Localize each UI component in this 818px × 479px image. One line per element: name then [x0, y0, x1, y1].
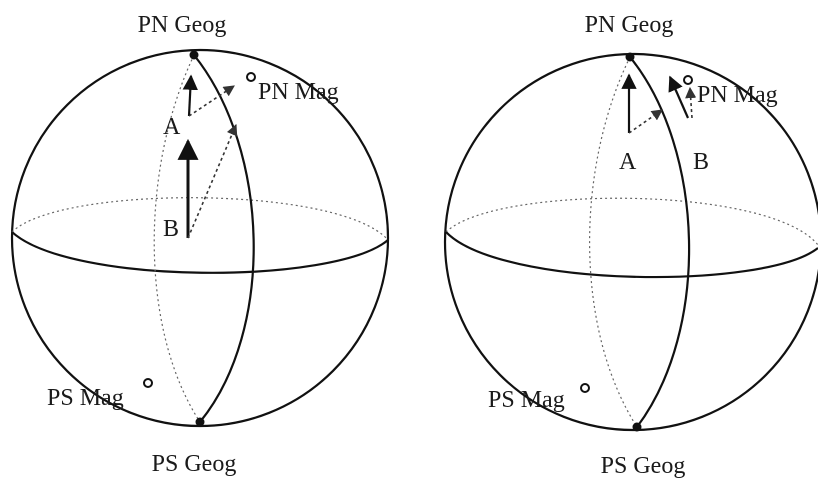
- right-vector-b-magnetic: [685, 86, 697, 119]
- left-vector-b-magnetic: [187, 123, 238, 239]
- right-label-pn-geog: PN Geog: [585, 12, 674, 38]
- left-globe-outline: [10, 48, 390, 428]
- right-label-pn-mag: PN Mag: [697, 82, 778, 108]
- left-label-ps-geog: PS Geog: [152, 451, 237, 477]
- right-south-geographic-pole: [632, 422, 642, 432]
- right-globe-outline: [443, 52, 818, 432]
- left-label-ps-mag: PS Mag: [47, 385, 124, 411]
- left-north-geographic-pole: [189, 50, 199, 60]
- left-south-magnetic-pole: [143, 378, 153, 388]
- left-label-pn-mag: PN Mag: [258, 79, 339, 105]
- left-label-pn-geog: PN Geog: [138, 12, 227, 38]
- right-globe: PN Geog PS Geog PN Mag PS Mag A B: [443, 12, 818, 479]
- left-south-geographic-pole: [195, 417, 205, 427]
- right-label-ps-geog: PS Geog: [601, 453, 686, 479]
- left-equator-back: [11, 197, 389, 241]
- right-meridian-front: [629, 56, 691, 428]
- left-globe: PN Geog PS Geog PN Mag PS Mag A B: [10, 12, 390, 477]
- left-equator-front: [11, 231, 389, 274]
- right-label-point-a: A: [619, 149, 637, 175]
- right-equator-back: [445, 197, 818, 246]
- right-label-point-b: B: [693, 149, 709, 175]
- right-equator-front: [445, 231, 818, 279]
- left-label-point-a: A: [163, 114, 181, 140]
- right-south-magnetic-pole: [580, 383, 590, 393]
- left-vector-a-geographic: [182, 74, 198, 117]
- left-label-point-b: B: [163, 216, 179, 242]
- right-vector-b-geographic: [668, 75, 690, 119]
- right-north-magnetic-pole: [683, 75, 693, 85]
- right-meridian-back: [588, 56, 638, 428]
- right-north-geographic-pole: [625, 52, 635, 62]
- left-north-magnetic-pole: [246, 72, 256, 82]
- right-label-ps-mag: PS Mag: [488, 387, 565, 413]
- right-vector-a-magnetic: [628, 109, 663, 134]
- left-meridian-back: [153, 54, 201, 423]
- left-meridian-front: [193, 54, 255, 423]
